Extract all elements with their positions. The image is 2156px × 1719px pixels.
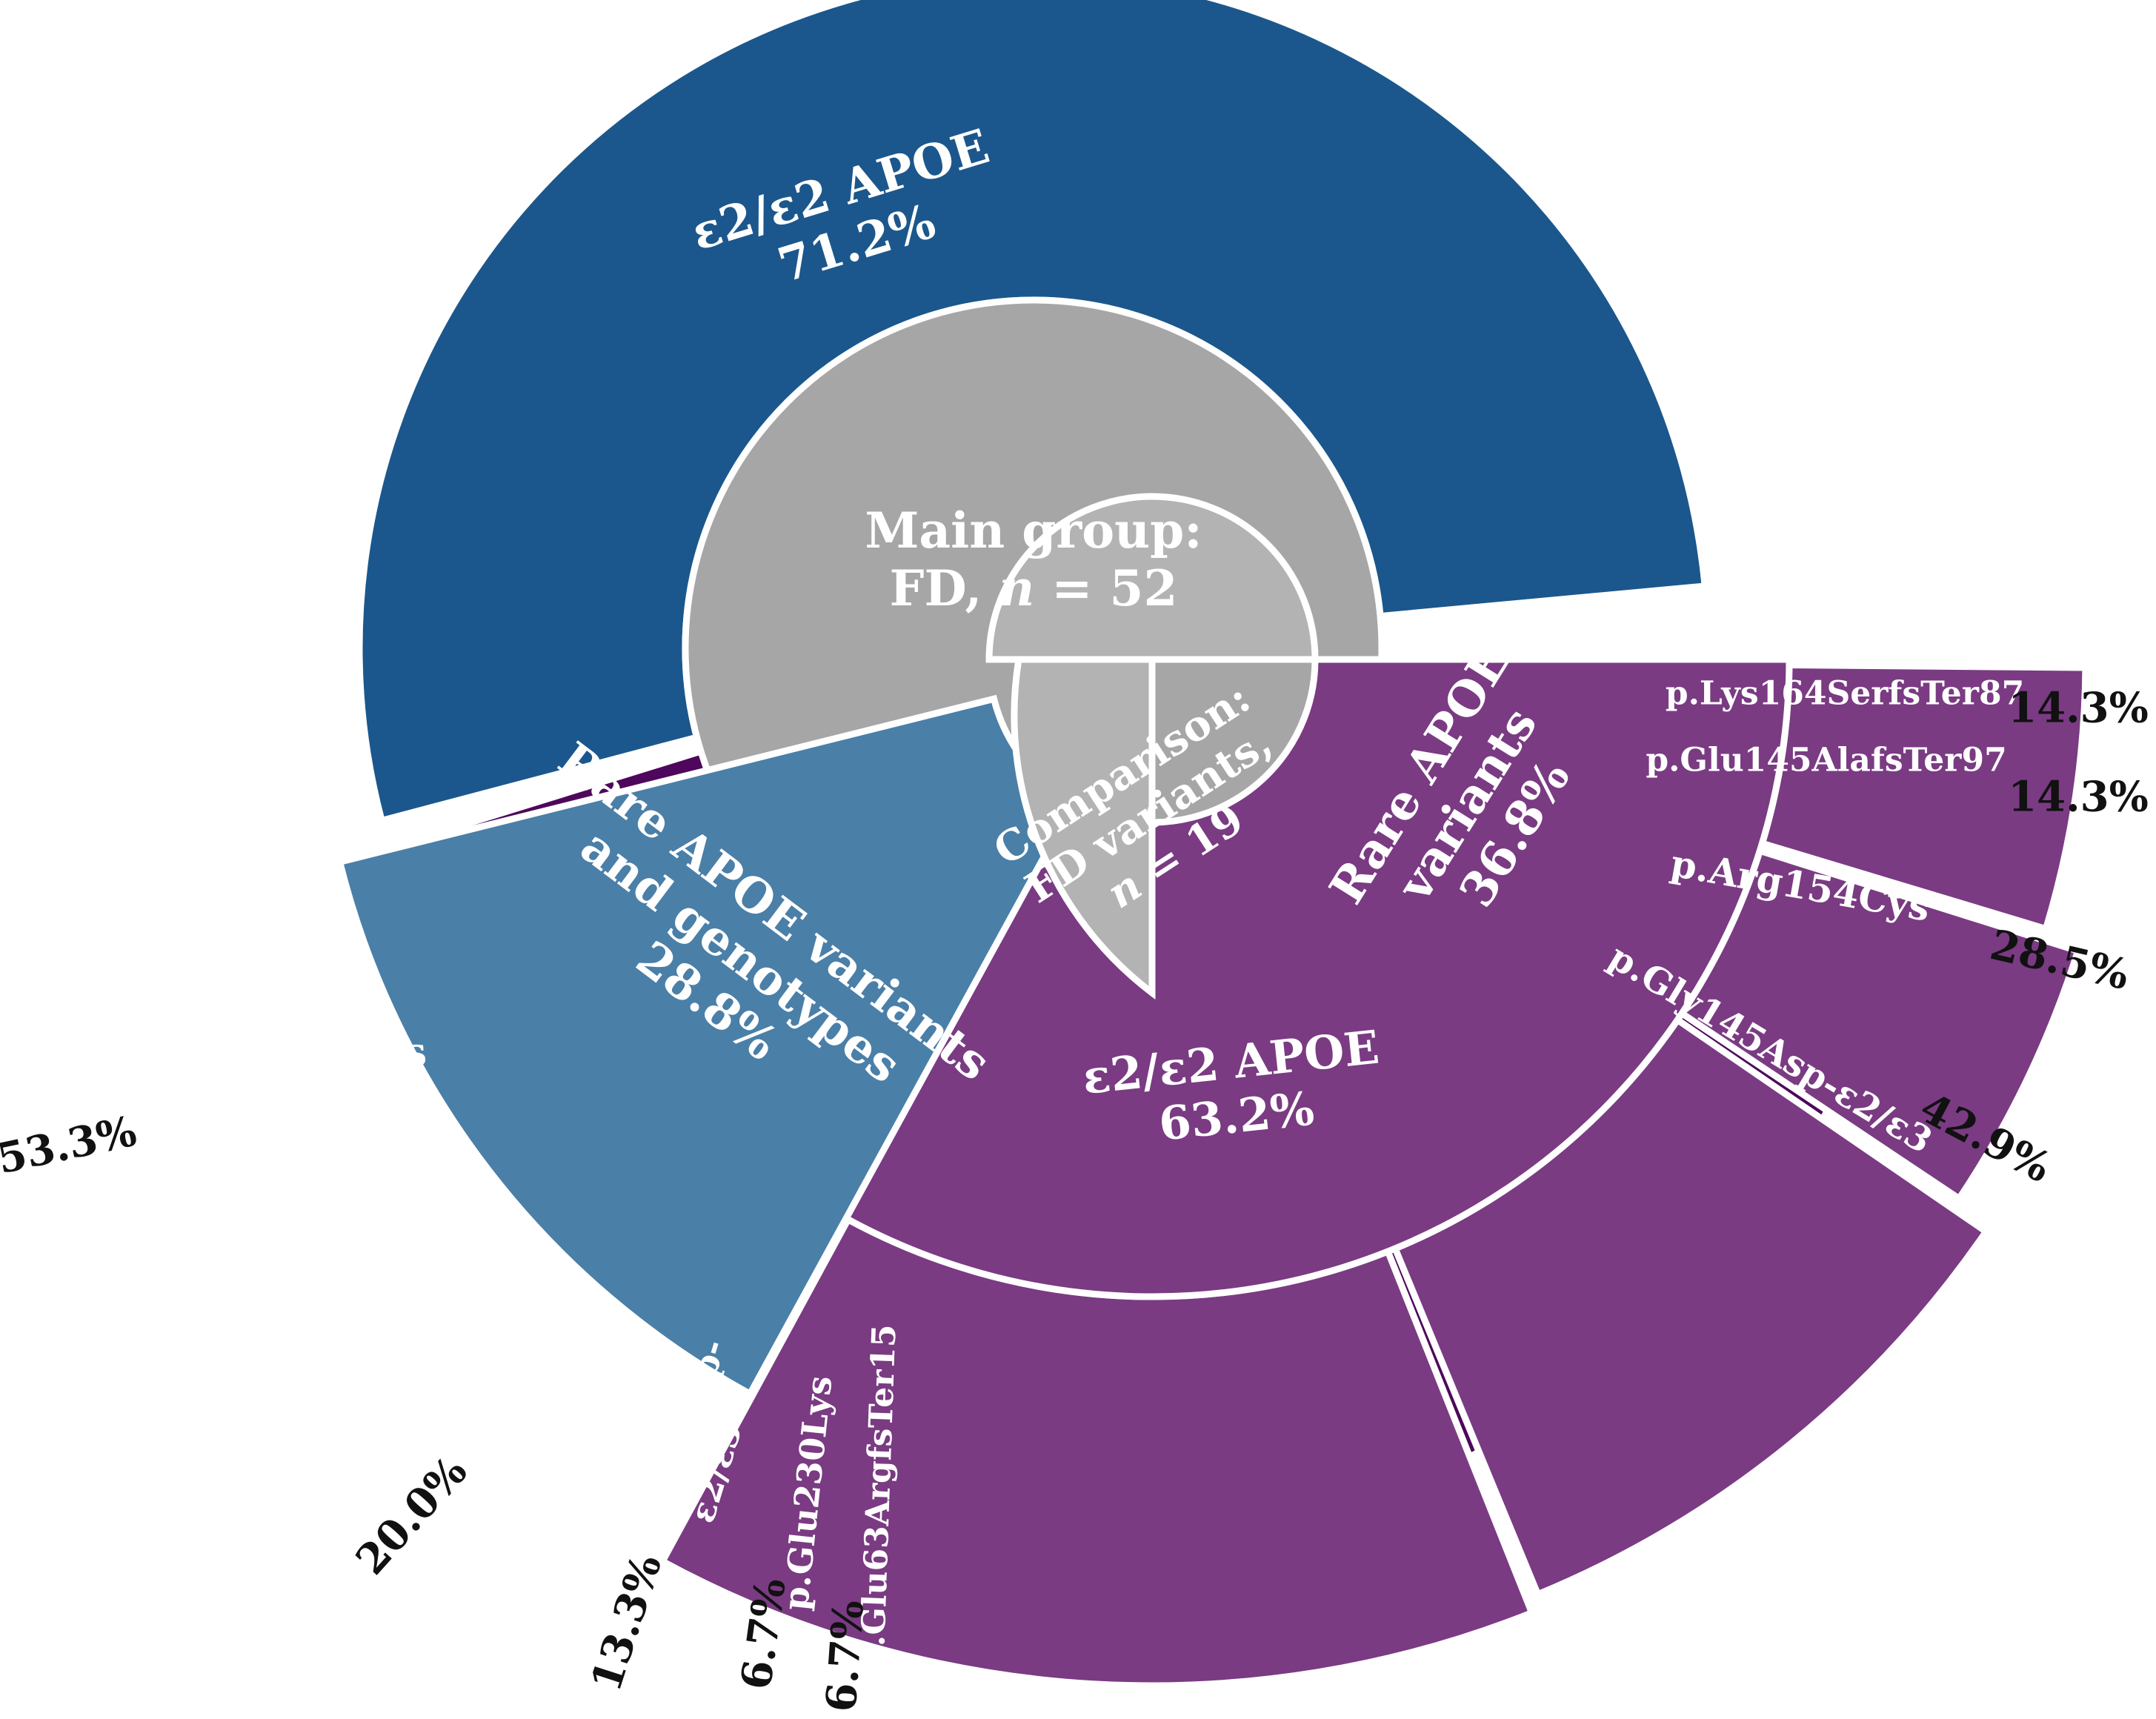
ring1-comparison-label-e2e2-text: ε2/ε2 APOE63.2%	[1080, 1020, 1388, 1159]
ring2-main-pct-1-line: 53.3%	[0, 1107, 141, 1184]
ring2-main-pct-3-text: 13.3%	[582, 1549, 671, 1698]
ring2-comparison-label-2-line: p.Glu145AlafsTer97	[1646, 741, 2006, 779]
center-main-label-run: Main group:	[865, 502, 1202, 559]
ring2-main-pct-5-run: 6.7%	[816, 1599, 873, 1714]
ring2-comparison-pct-2-line: 14.3%	[2008, 773, 2149, 822]
center-main-label-line: Main group:	[865, 502, 1202, 559]
center-main-label-run: n	[999, 559, 1034, 617]
ring2-main-label-1-line: p.Arg154Cys	[142, 1027, 428, 1099]
ring2-comparison-label-2-text: p.Glu145AlafsTer97	[1646, 741, 2006, 779]
ring2-main-pct-5-line: 6.7%	[816, 1599, 873, 1714]
ring2-comparison-label-1-text: p.Lys164SerfsTer87	[1666, 674, 2024, 712]
ring2-main-pct-3-run: 13.3%	[582, 1549, 671, 1698]
ring2-comparison-pct-1-run: 14.3%	[2008, 684, 2149, 733]
ring2-main-pct-3-line: 13.3%	[582, 1549, 671, 1698]
ring2-main-label-2-run: ε2/ε1	[488, 1303, 589, 1430]
ring2-main-pct-5: 6.7%	[816, 1599, 873, 1714]
ring2-comparison-label-1: p.Lys164SerfsTer87	[1666, 674, 2024, 712]
center-comparison-fill	[1011, 656, 1156, 1000]
ring2-comparison-pct-1-text: 14.3%	[2008, 684, 2149, 733]
ring2-main-pct-2-line: 20.0%	[346, 1447, 476, 1584]
ring1-comparison-label-rare: Rare APOEvariants36.8%	[1319, 636, 1616, 973]
center-main-label-text: Main group:FD, n = 52	[865, 502, 1202, 617]
ring1-comparison-label-e2e2: ε2/ε2 APOE63.2%	[1080, 1020, 1388, 1159]
ring2-main-label-2-line: ε2/ε1	[488, 1303, 589, 1430]
ring2-main-pct-2-text: 20.0%	[346, 1447, 476, 1584]
ring2-main-label-1-text: p.Arg154Cys	[142, 1027, 428, 1099]
ring2-comparison-pct-2-text: 14.3%	[2008, 773, 2149, 822]
ring2-main-label-1-run: p.Arg154Cys	[142, 1027, 428, 1099]
ring2-main-pct-3: 13.3%	[582, 1549, 671, 1698]
center-main-label: Main group:FD, n = 52	[865, 502, 1202, 617]
ring2-main-pct-2: 20.0%	[346, 1447, 476, 1584]
ring2-main-pct-5-text: 6.7%	[816, 1599, 873, 1714]
ring2-main-pct-2-run: 20.0%	[346, 1447, 476, 1584]
center-main-label-run: = 52	[1034, 559, 1177, 617]
ring2-comparison-label-1-run: p.Lys164SerfsTer87	[1666, 674, 2024, 712]
ring2-main-label-1: p.Arg154Cys	[142, 1027, 428, 1099]
ring2-comparison-label-2: p.Glu145AlafsTer97	[1646, 741, 2006, 779]
center-main-label-run: FD,	[890, 559, 999, 617]
ring2-comparison-pct-2-run: 14.3%	[2008, 773, 2149, 822]
ring2-main-label-2: ε2/ε1	[488, 1303, 589, 1430]
ring1-comparison-label-rare-text: Rare APOEvariants36.8%	[1319, 636, 1616, 973]
center-comparison-group	[985, 493, 1319, 663]
ring2-comparison-pct-1: 14.3%	[2008, 684, 2149, 733]
ring2-comparison-pct-2: 14.3%	[2008, 773, 2149, 822]
ring2-comparison-label-1-line: p.Lys164SerfsTer87	[1666, 674, 2024, 712]
ring2-main-label-2-text: ε2/ε1	[488, 1303, 589, 1430]
ring2-comparison-pct-1-line: 14.3%	[2008, 684, 2149, 733]
ring2-main-pct-1: 53.3%	[0, 1107, 141, 1184]
ring2-main-pct-1-text: 53.3%	[0, 1107, 141, 1184]
ring2-main-pct-1-run: 53.3%	[0, 1107, 141, 1184]
center-main-label-line: FD, n = 52	[890, 559, 1178, 617]
ring2-comparison-label-2-run: p.Glu145AlafsTer97	[1646, 741, 2006, 779]
